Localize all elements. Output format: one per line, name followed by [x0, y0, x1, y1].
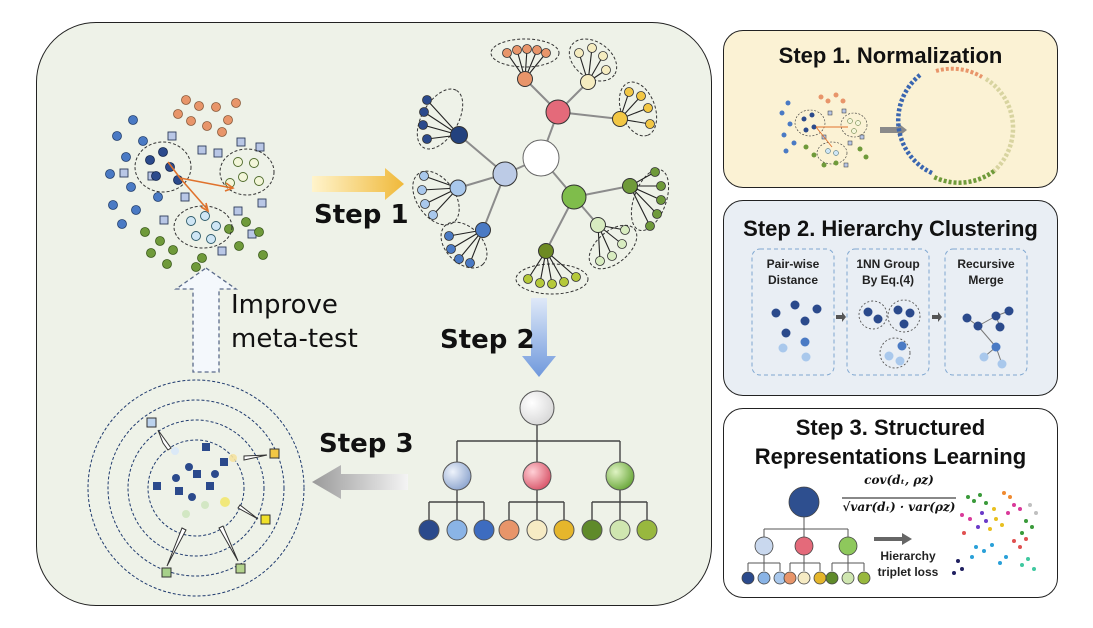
step1-card-title: Step 1. Normalization — [778, 43, 1003, 68]
gray-right-arrow-icon — [874, 533, 912, 545]
formula-numerator: cov(dₜ, ρz) — [864, 473, 934, 487]
pairwise-label-line2: Distance — [767, 273, 819, 287]
pairwise-label-line1: Pair-wise — [766, 257, 820, 271]
step3-card: Step 3. Structured Representations Learn… — [723, 408, 1058, 598]
step2-card-title: Step 2. Hierarchy Clustering — [743, 216, 1038, 241]
recursive-label-line2: Merge — [968, 273, 1004, 287]
improve-label-line2: meta-test — [231, 324, 358, 354]
step3-card-title-line1: Step 3. Structured — [795, 415, 986, 440]
step2-label: Step 2 — [440, 325, 535, 355]
normalization-graphic — [779, 66, 1016, 185]
tree-hierarchy — [428, 425, 648, 520]
gold-arrow-icon — [312, 168, 404, 200]
formula-denominator: √var(dₜ) · var(ρz) — [842, 500, 956, 514]
blue-arrow-icon — [522, 298, 556, 377]
improve-label-line1: Improve — [231, 290, 338, 320]
triplet-loss-label-line1: Hierarchy — [880, 549, 936, 563]
step1-card: Step 1. Normalization — [723, 30, 1058, 188]
dashed-up-arrow-icon — [173, 267, 239, 373]
triplet-loss-label-line2: triplet loss — [877, 565, 939, 579]
step3-label: Step 3 — [319, 429, 414, 459]
gray-arrow-icon — [312, 465, 408, 499]
main-diagram-panel — [36, 22, 712, 606]
nn-group-label-line2: By Eq.(4) — [861, 273, 914, 287]
hierarchy-clustering-graphic — [751, 248, 1028, 376]
step3-card-title-line2: Representations Learning — [754, 444, 1027, 469]
step1-label: Step 1 — [314, 200, 409, 230]
scatter-points — [105, 95, 275, 272]
nn-group-label-line1: 1NN Group — [856, 257, 920, 271]
tsne-embedding — [952, 491, 1038, 575]
concentric-embedding — [87, 379, 305, 597]
step2-card: Step 2. Hierarchy Clustering Pair-wise D… — [723, 200, 1058, 396]
structured-learning-graphic — [741, 486, 1038, 585]
recursive-label-line1: Recursive — [957, 257, 1015, 271]
gray-right-arrow-icon — [880, 123, 907, 137]
